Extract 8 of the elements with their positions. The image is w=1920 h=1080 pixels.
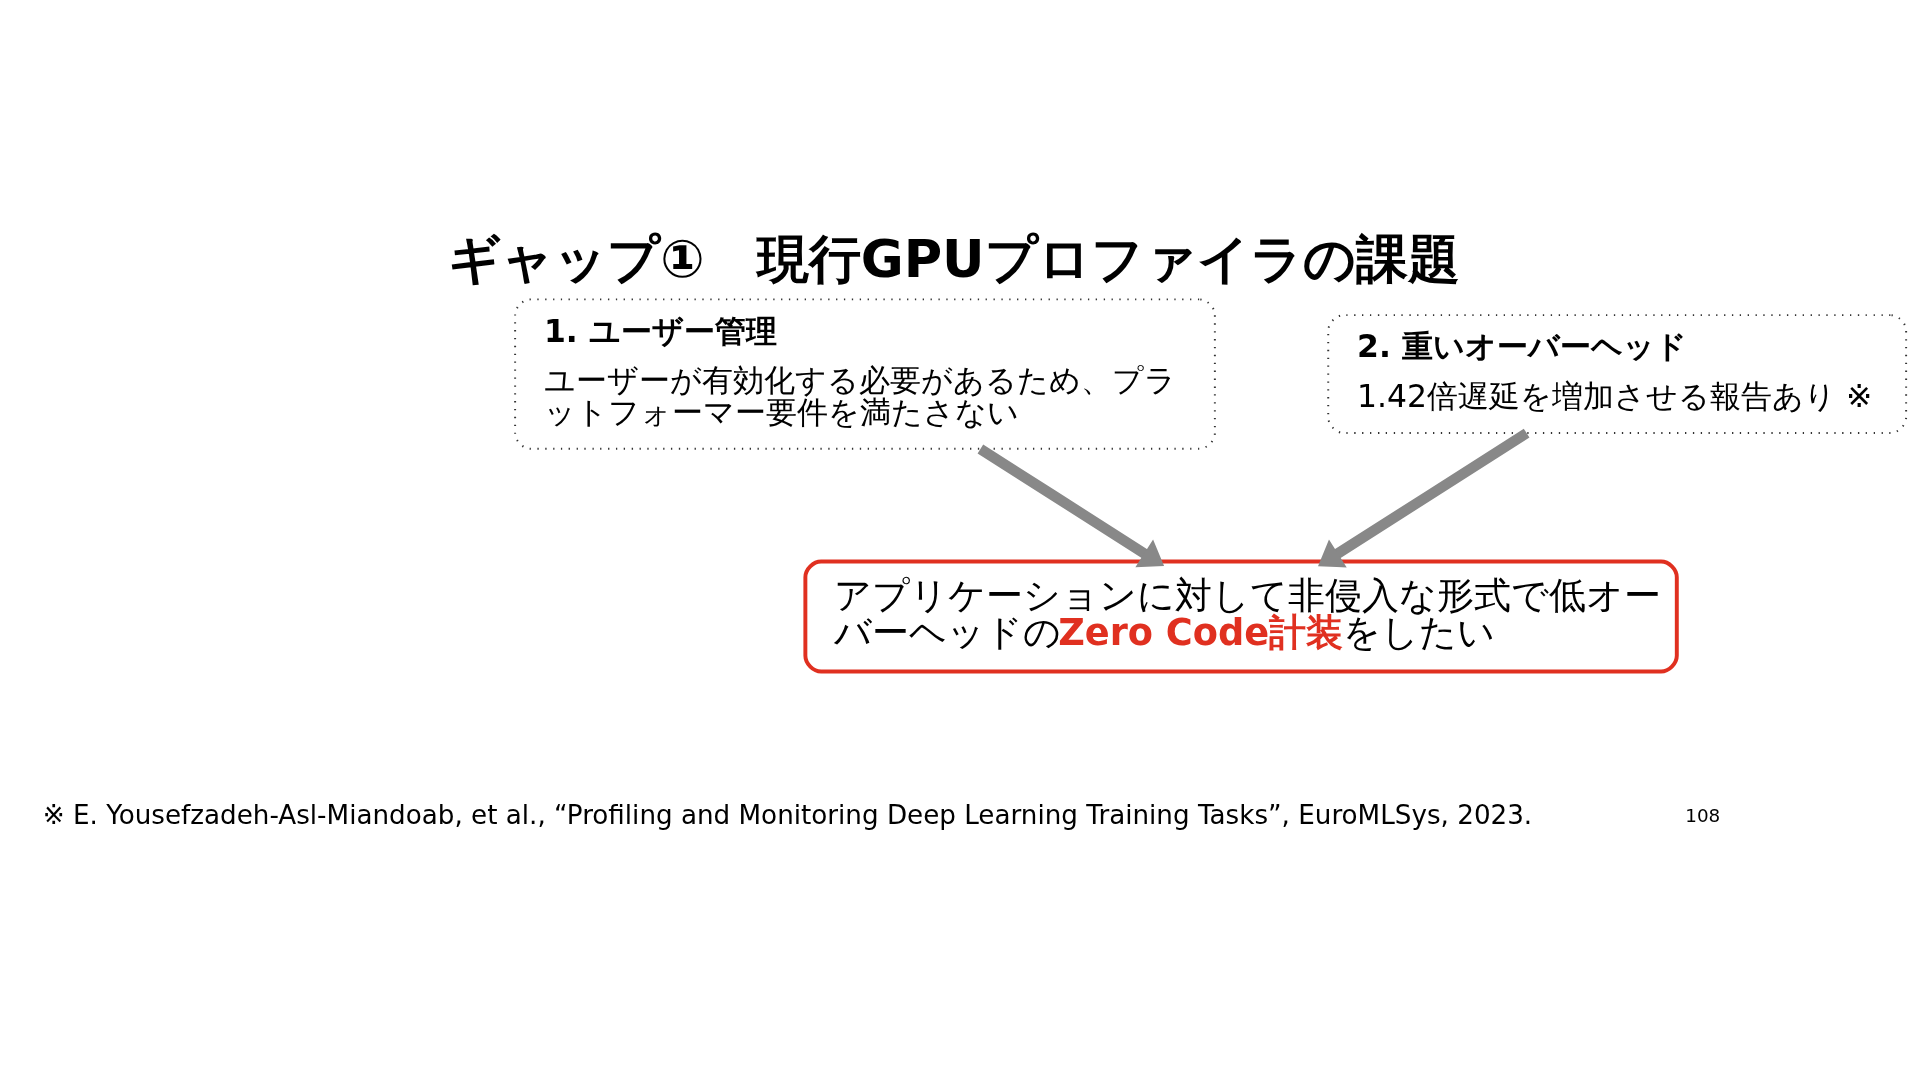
arrow: [1318, 428, 1530, 567]
node-box: 1. ユーザー管理 ユーザーが有効化する必要があるため、プラットフォーマー要件を満たさない: [514, 297, 1216, 450]
diagram-title: ギャップ① 現行GPUプロファイラの課題: [448, 227, 1460, 289]
label: 108: [1685, 804, 1721, 826]
node-box: アプリケーションに対して非侵入な形式で低オーバーヘッドのZero Code計装をしたい: [803, 559, 1679, 673]
arrow: [977, 444, 1165, 567]
node-box: 2. 重いオーバーヘッド 1.42倍遅延を増加させる報告あり ※: [1327, 313, 1908, 434]
label: ※ E. Yousefzadeh-Asl-Miandoab, et al., “Profiling and Monitoring Deep Learning Training Tasks”, EuroMLSys, 2023.: [42, 799, 1533, 830]
